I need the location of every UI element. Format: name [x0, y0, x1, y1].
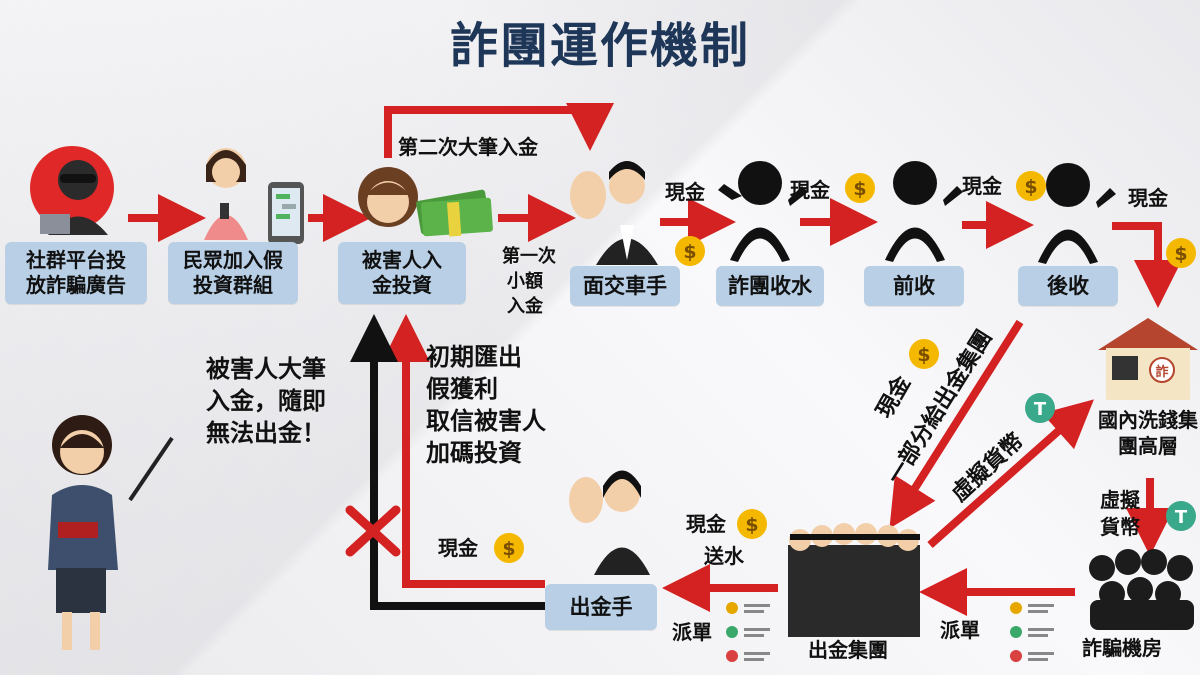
shadow-figure-icon	[1038, 163, 1116, 264]
label-cash-3: 現金	[962, 174, 1002, 198]
svg-text:$: $	[1024, 176, 1037, 198]
node-fake-group: 民眾加入假投資群組	[168, 242, 298, 304]
call-center-icon	[1089, 549, 1194, 630]
dollar-coin-icon: $	[1166, 238, 1196, 268]
label-early-2: 假獲利	[426, 375, 498, 403]
svg-text:$: $	[1174, 243, 1187, 265]
arrow-second-deposit	[384, 103, 614, 158]
label-virtual-1: 虛擬	[1100, 488, 1140, 512]
svg-text:$: $	[683, 241, 696, 263]
label-cash-6: 現金	[438, 536, 478, 560]
node-collect: 詐團收水	[716, 266, 824, 306]
dispatch-list-icon	[1010, 602, 1054, 662]
phone-woman-icon	[204, 148, 248, 240]
label-cash-1: 現金	[665, 180, 705, 204]
label-early-1: 初期匯出	[426, 343, 522, 371]
label-virtual-2: 貨幣	[1100, 515, 1140, 539]
shadow-figure-icon	[885, 161, 963, 262]
dollar-coin-icon: $	[1016, 171, 1046, 201]
label-cash-5: 現金	[686, 512, 726, 536]
node-back: 後收	[1018, 266, 1118, 306]
dollar-coin-icon: $	[494, 533, 524, 563]
dollar-coin-icon: $	[845, 173, 875, 203]
label-second-deposit: 第二次大筆入金	[398, 135, 538, 159]
diagram-title: 詐團運作機制	[449, 18, 750, 74]
money-stack-icon	[416, 189, 493, 237]
label-big-3: 無法出金！	[206, 419, 326, 447]
victim-woman-icon	[358, 167, 418, 227]
dispatch-list-icon	[726, 602, 770, 662]
suit-group-icon	[788, 523, 920, 637]
arrow-early-payout	[382, 314, 545, 588]
svg-text:T: T	[1175, 507, 1188, 528]
dollar-coin-icon: $	[737, 509, 767, 539]
node-victim: 被害人入金投資	[338, 242, 466, 304]
arrow-back-to-laundry	[1112, 222, 1182, 308]
arrow-virtual-to-laundry	[927, 399, 1094, 548]
node-victim-label: 被害人入金投資	[362, 248, 442, 297]
hacker-icon	[30, 146, 114, 235]
label-big-2: 入金，隨即	[206, 387, 326, 415]
blocked-cross-icon	[345, 505, 401, 557]
teacher-icon	[48, 415, 174, 650]
dollar-coin-icon: $	[909, 339, 939, 369]
label-early-3: 取信被害人	[426, 407, 546, 435]
label-first-small-2: 小額	[507, 271, 543, 292]
svg-text:$: $	[853, 178, 866, 200]
svg-text:$: $	[917, 344, 930, 366]
label-dispatch-2: 派單	[672, 620, 712, 644]
label-big-1: 被害人大筆	[206, 355, 326, 383]
mask-woman-icon	[569, 470, 650, 575]
shadow-figure-icon	[718, 161, 808, 262]
chat-phone-icon	[268, 182, 304, 244]
node-front: 前收	[864, 266, 964, 306]
label-first-small-1: 第一次	[502, 246, 556, 267]
svg-text:$: $	[502, 538, 515, 560]
label-dispatch-1: 派單	[940, 618, 980, 642]
label-early-4: 加碼投資	[426, 439, 522, 467]
house-icon: 詐	[1098, 318, 1198, 400]
arrow-part-to-withdraw-group	[889, 319, 1024, 529]
label-send-water: 送水	[704, 544, 744, 568]
arrow-blocked-payout	[350, 314, 545, 610]
node-fake-group-label: 民眾加入假投資群組	[183, 248, 283, 297]
node-withdraw-group: 出金集團	[808, 638, 888, 662]
svg-text:$: $	[745, 514, 758, 536]
node-social-ad-label: 社群平台投放詐騙廣告	[26, 248, 126, 297]
svg-text:T: T	[1034, 399, 1047, 420]
node-laundry: 國內洗錢集團高層	[1098, 408, 1198, 458]
node-face-driver: 面交車手	[570, 266, 680, 306]
node-social-ad: 社群平台投放詐騙廣告	[5, 242, 147, 304]
mask-man-icon	[570, 161, 658, 265]
svg-text:詐: 詐	[1155, 364, 1168, 380]
node-withdrawer: 出金手	[545, 584, 657, 630]
dollar-coin-icon: $	[675, 236, 705, 266]
tether-coin-icon: T	[1166, 501, 1196, 531]
label-first-small-3: 入金	[507, 296, 543, 317]
node-fraud-room: 詐騙機房	[1082, 636, 1162, 660]
label-cash-2: 現金	[790, 178, 830, 202]
tether-coin-icon: T	[1025, 393, 1055, 423]
label-cash-4: 現金	[1128, 186, 1168, 210]
